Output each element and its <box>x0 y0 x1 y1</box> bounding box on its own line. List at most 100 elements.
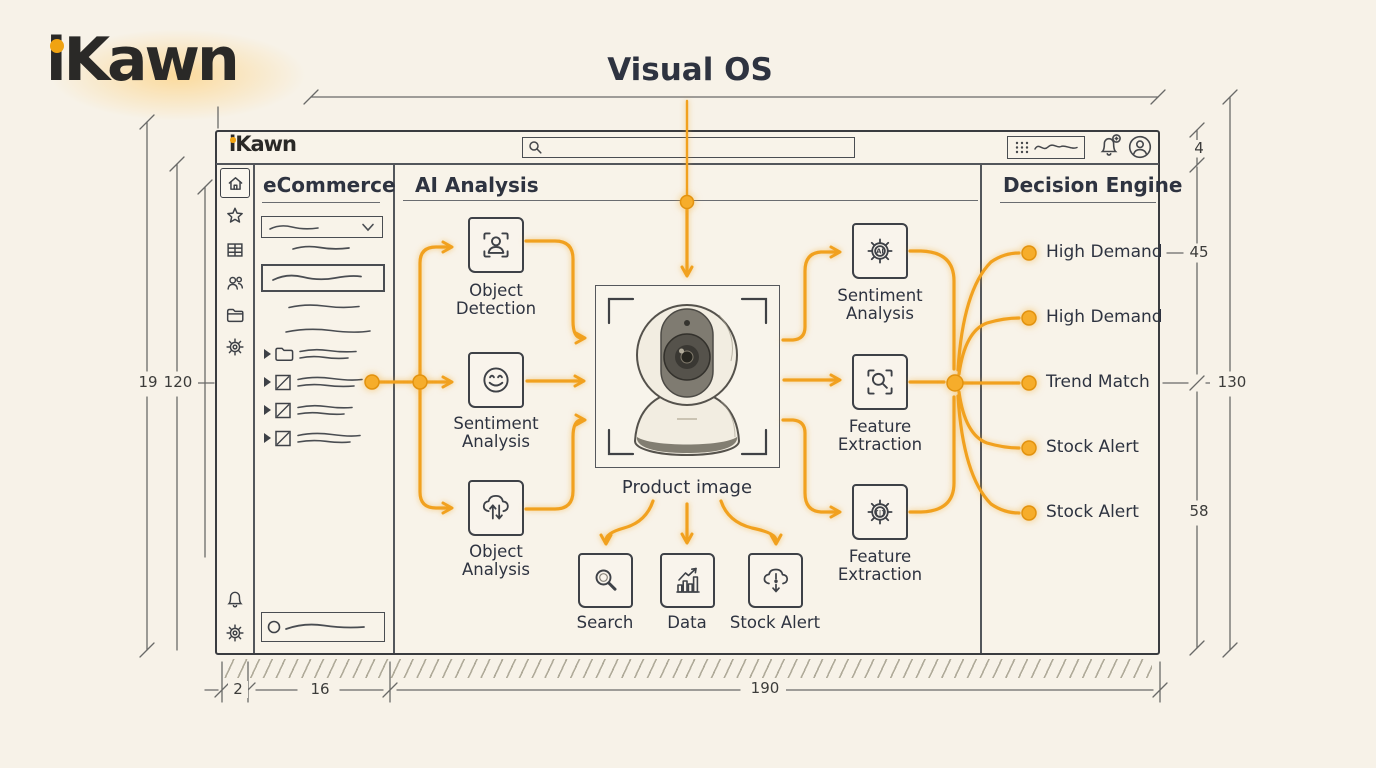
node-label: Object Detection <box>455 281 537 319</box>
decision-divider <box>980 164 982 653</box>
table-icon <box>227 243 243 257</box>
caret-icon <box>264 433 271 443</box>
corner-bracket-icon <box>740 297 768 325</box>
search-icon <box>529 141 542 154</box>
search-bar[interactable] <box>522 137 855 158</box>
node-data[interactable] <box>660 553 715 608</box>
tree-item-checkbox[interactable] <box>262 426 384 450</box>
ecommerce-divider <box>393 164 395 653</box>
corner-bracket-icon <box>607 297 635 325</box>
tree-row-graphic <box>264 430 361 447</box>
node-object-detection[interactable] <box>468 217 524 273</box>
node-label: Sentiment Analysis <box>453 414 539 452</box>
product-image-label: Product image <box>621 477 753 498</box>
decision-engine-title: Decision Engine <box>1003 173 1183 197</box>
bar-chart-icon <box>675 567 700 593</box>
header-logo[interactable]: iKawn <box>229 134 297 155</box>
corner-bracket-icon <box>740 428 768 456</box>
node-sentiment-analysis-output[interactable]: AI <box>852 223 908 279</box>
tree-item-folder[interactable] <box>262 342 384 366</box>
decision-item[interactable]: High Demand <box>1046 307 1163 327</box>
sidebar-item-folder[interactable] <box>221 301 249 329</box>
sidebar-item-table[interactable] <box>221 236 249 264</box>
star-icon <box>227 207 243 223</box>
ai-analysis-title: AI Analysis <box>415 173 539 197</box>
sidebar-item-favorites[interactable] <box>221 202 249 230</box>
account-button[interactable] <box>1127 134 1153 160</box>
checkbox-icon <box>275 430 291 447</box>
node-search[interactable] <box>578 553 633 608</box>
logo-glow <box>8 14 348 136</box>
node-feature-extraction-2[interactable]: {|} <box>852 484 908 540</box>
ecommerce-title: eCommerce <box>263 173 396 197</box>
radio-scribble <box>267 620 365 634</box>
cloud-arrows-icon <box>482 494 509 520</box>
sidebar-item-users[interactable] <box>221 269 249 297</box>
dim-right-lower: 58 <box>1184 503 1214 520</box>
person-scan-icon <box>483 232 509 258</box>
sidebar-item-settings[interactable] <box>221 333 249 361</box>
product-image[interactable] <box>595 285 780 468</box>
dialpad-scribble-icon <box>1015 141 1078 154</box>
tree-item-checkbox[interactable] <box>262 398 384 422</box>
avatar-icon <box>1128 135 1152 159</box>
node-sentiment-analysis-input[interactable] <box>468 352 524 408</box>
gear-icon <box>226 624 244 642</box>
dim-left-inner: 120 <box>158 374 198 391</box>
decision-item[interactable]: High Demand <box>1046 242 1163 262</box>
decision-item[interactable]: Stock Alert <box>1046 502 1139 522</box>
dim-left-outer: 19 <box>134 374 162 391</box>
apps-button[interactable] <box>1007 136 1085 159</box>
tree-row-graphic <box>264 347 357 361</box>
sidebar-item-home[interactable] <box>220 168 250 198</box>
sidebar-item-notifications[interactable] <box>221 585 249 613</box>
node-label: Object Analysis <box>462 542 530 580</box>
dim-right-full: 130 <box>1210 374 1254 391</box>
node-object-analysis[interactable] <box>468 480 524 536</box>
gear-ai-icon: AI <box>867 238 893 264</box>
brand-logo-text: iKawn <box>46 25 240 95</box>
camera-sketch <box>633 304 741 457</box>
sidebar-item-preferences[interactable] <box>221 619 249 647</box>
node-label: Stock Alert <box>729 613 821 632</box>
caret-icon <box>264 405 271 415</box>
bell-icon <box>227 591 243 608</box>
ai-analysis-underline <box>403 200 978 202</box>
node-label: Sentiment Analysis <box>837 286 923 324</box>
tree-row-graphic <box>264 374 363 391</box>
decision-item[interactable]: Trend Match <box>1046 372 1150 392</box>
notifications-button[interactable] <box>1096 132 1124 160</box>
search-input[interactable] <box>543 139 854 156</box>
magnifier-icon <box>595 569 616 591</box>
dropdown-scribble <box>269 223 374 232</box>
gear-icon <box>226 338 244 356</box>
corner-bracket-icon <box>607 428 635 456</box>
users-icon <box>227 276 244 290</box>
header-logo-dot-icon <box>230 137 236 143</box>
node-feature-extraction-1[interactable] <box>852 354 908 410</box>
gear-code-icon: {|} <box>867 499 893 525</box>
scribble-text <box>285 328 371 333</box>
magnifier-scan-icon <box>867 369 893 395</box>
status-field[interactable] <box>261 612 385 642</box>
tree-row-graphic <box>264 402 353 419</box>
header-divider <box>216 163 1159 165</box>
filter-input[interactable] <box>261 264 385 292</box>
logo-dot-icon <box>50 39 64 53</box>
scribble-text <box>288 304 360 309</box>
input-scribble <box>272 274 362 281</box>
checkbox-icon <box>275 374 291 391</box>
decision-engine-underline <box>1000 202 1156 204</box>
node-label: Search <box>576 613 634 632</box>
category-dropdown[interactable] <box>261 216 383 238</box>
radio-icon <box>267 620 281 634</box>
folder-icon <box>275 347 294 361</box>
node-stock-alert[interactable] <box>748 553 803 608</box>
dim-right-upper: 45 <box>1184 244 1214 261</box>
dim-right-top: 4 <box>1188 140 1210 157</box>
ground-hatch <box>222 659 1152 678</box>
caret-icon <box>264 349 271 359</box>
decision-item[interactable]: Stock Alert <box>1046 437 1139 457</box>
node-label: Data <box>667 613 707 632</box>
tree-item-checkbox[interactable] <box>262 370 384 394</box>
